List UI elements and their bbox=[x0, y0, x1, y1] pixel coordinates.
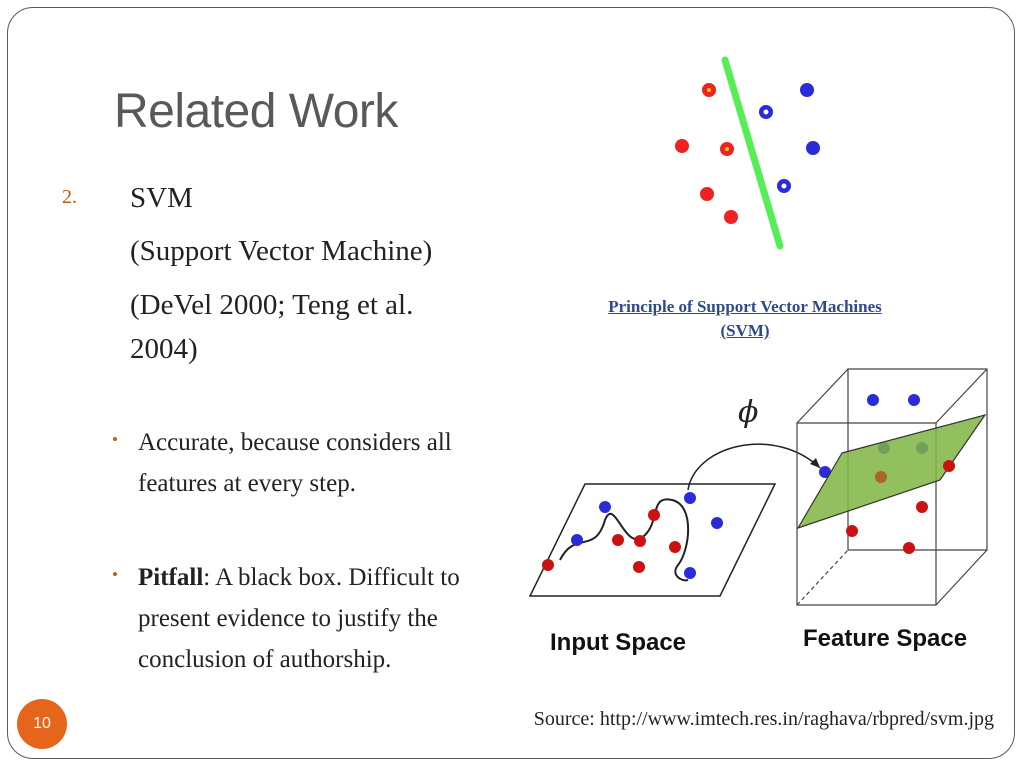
red-point bbox=[634, 535, 646, 547]
bullet-accurate-text: Accurate, because considers all features… bbox=[138, 429, 452, 497]
main-line-expansion: (Support Vector Machine) bbox=[130, 235, 433, 267]
blue-point bbox=[684, 492, 696, 504]
separating-curve bbox=[559, 498, 690, 582]
red-point bbox=[612, 534, 624, 546]
blue-point-center bbox=[781, 183, 787, 189]
blue-point bbox=[806, 141, 820, 155]
red-point bbox=[542, 559, 554, 571]
red-point bbox=[724, 210, 738, 224]
red-point bbox=[916, 501, 928, 513]
separator-line bbox=[721, 56, 784, 250]
red-point bbox=[675, 139, 689, 153]
input-space-label: Input Space bbox=[550, 629, 686, 656]
red-point bbox=[943, 460, 955, 472]
phi-symbol: ϕ bbox=[738, 395, 758, 430]
mapping-arrowhead bbox=[810, 458, 820, 468]
input-space-plane bbox=[528, 483, 777, 597]
page-number-badge: 10 bbox=[17, 699, 67, 749]
blue-point bbox=[908, 394, 920, 406]
bullet-icon: • bbox=[112, 430, 118, 449]
blue-point bbox=[571, 534, 583, 546]
blue-point-center bbox=[763, 109, 769, 115]
red-point bbox=[633, 561, 645, 573]
figure-caption-line2: (SVM) bbox=[720, 321, 770, 340]
blue-point bbox=[800, 83, 814, 97]
separating-hyperplane bbox=[796, 414, 987, 530]
svm-separator-figure bbox=[675, 56, 820, 250]
slide-title: Related Work bbox=[114, 85, 398, 138]
feature-space-label: Feature Space bbox=[803, 625, 967, 652]
red-point bbox=[648, 509, 660, 521]
blue-point bbox=[684, 567, 696, 579]
main-line-citation-year: 2004) bbox=[130, 333, 198, 365]
bullet-accurate: Accurate, because considers all features… bbox=[138, 422, 523, 504]
red-point bbox=[903, 542, 915, 554]
kernel-mapping-figure: ϕ Input Space Feature Space bbox=[528, 368, 988, 656]
blue-point bbox=[599, 501, 611, 513]
figure-caption: Principle of Support Vector Machines (SV… bbox=[565, 295, 925, 343]
figure-caption-line1: Principle of Support Vector Machines bbox=[608, 297, 882, 316]
source-citation: Source: http://www.imtech.res.in/raghava… bbox=[533, 708, 994, 730]
red-point bbox=[875, 471, 887, 483]
bullet-pitfall-text: : A black box. Difficult to present evid… bbox=[138, 564, 460, 673]
red-point bbox=[846, 525, 858, 537]
mapping-arrow bbox=[687, 443, 821, 491]
blue-point bbox=[867, 394, 879, 406]
list-number: 2. bbox=[62, 186, 77, 208]
blue-point bbox=[711, 517, 723, 529]
main-line-svm: SVM bbox=[130, 182, 193, 214]
red-point-center bbox=[725, 147, 729, 151]
bullet-icon: • bbox=[112, 565, 118, 584]
red-point-center bbox=[707, 88, 711, 92]
blue-point bbox=[819, 466, 831, 478]
slide-frame bbox=[7, 7, 1015, 759]
red-point bbox=[669, 541, 681, 553]
bullet-pitfall-label: Pitfall bbox=[138, 564, 204, 591]
main-line-citation: (DeVel 2000; Teng et al. bbox=[130, 289, 414, 321]
red-point bbox=[700, 187, 714, 201]
bullet-pitfall: Pitfall: A black box. Difficult to prese… bbox=[138, 557, 523, 680]
